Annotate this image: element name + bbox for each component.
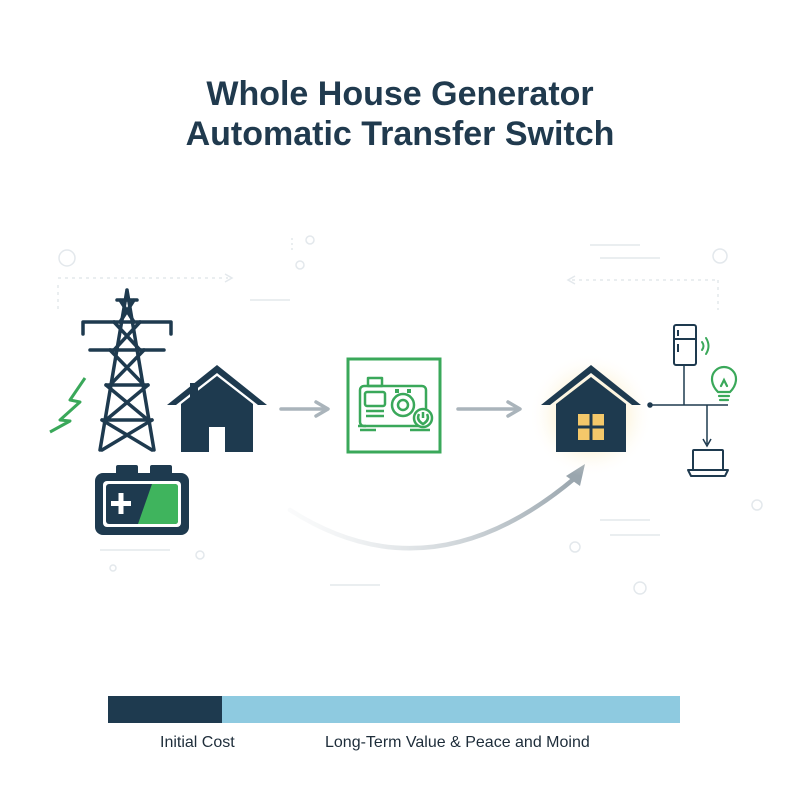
powered-house-icon bbox=[529, 353, 653, 477]
refrigerator-icon bbox=[673, 324, 697, 366]
power-tower-icon bbox=[81, 288, 173, 452]
title-line-2: Automatic Transfer Switch bbox=[185, 115, 615, 153]
title-line-1: Whole House Generator bbox=[206, 75, 594, 113]
cost-value-bar bbox=[108, 696, 680, 723]
lightning-icon bbox=[49, 377, 87, 434]
generator-icon bbox=[346, 357, 442, 454]
battery-icon bbox=[95, 465, 189, 535]
light-bulb-icon bbox=[710, 365, 738, 402]
flow-arrow-2 bbox=[456, 400, 522, 418]
return-arc-arrow bbox=[287, 464, 585, 551]
wifi-signal-icon bbox=[701, 337, 710, 355]
long-term-value-label: Long-Term Value & Peace and Moind bbox=[325, 734, 590, 751]
initial-cost-label: Initial Cost bbox=[160, 734, 235, 751]
flow-arrow-1 bbox=[279, 400, 330, 418]
laptop-icon bbox=[687, 449, 729, 477]
initial-cost-segment bbox=[108, 696, 223, 723]
background-decoration bbox=[57, 235, 763, 595]
house-icon bbox=[167, 365, 267, 452]
distribution-lines bbox=[647, 366, 728, 448]
